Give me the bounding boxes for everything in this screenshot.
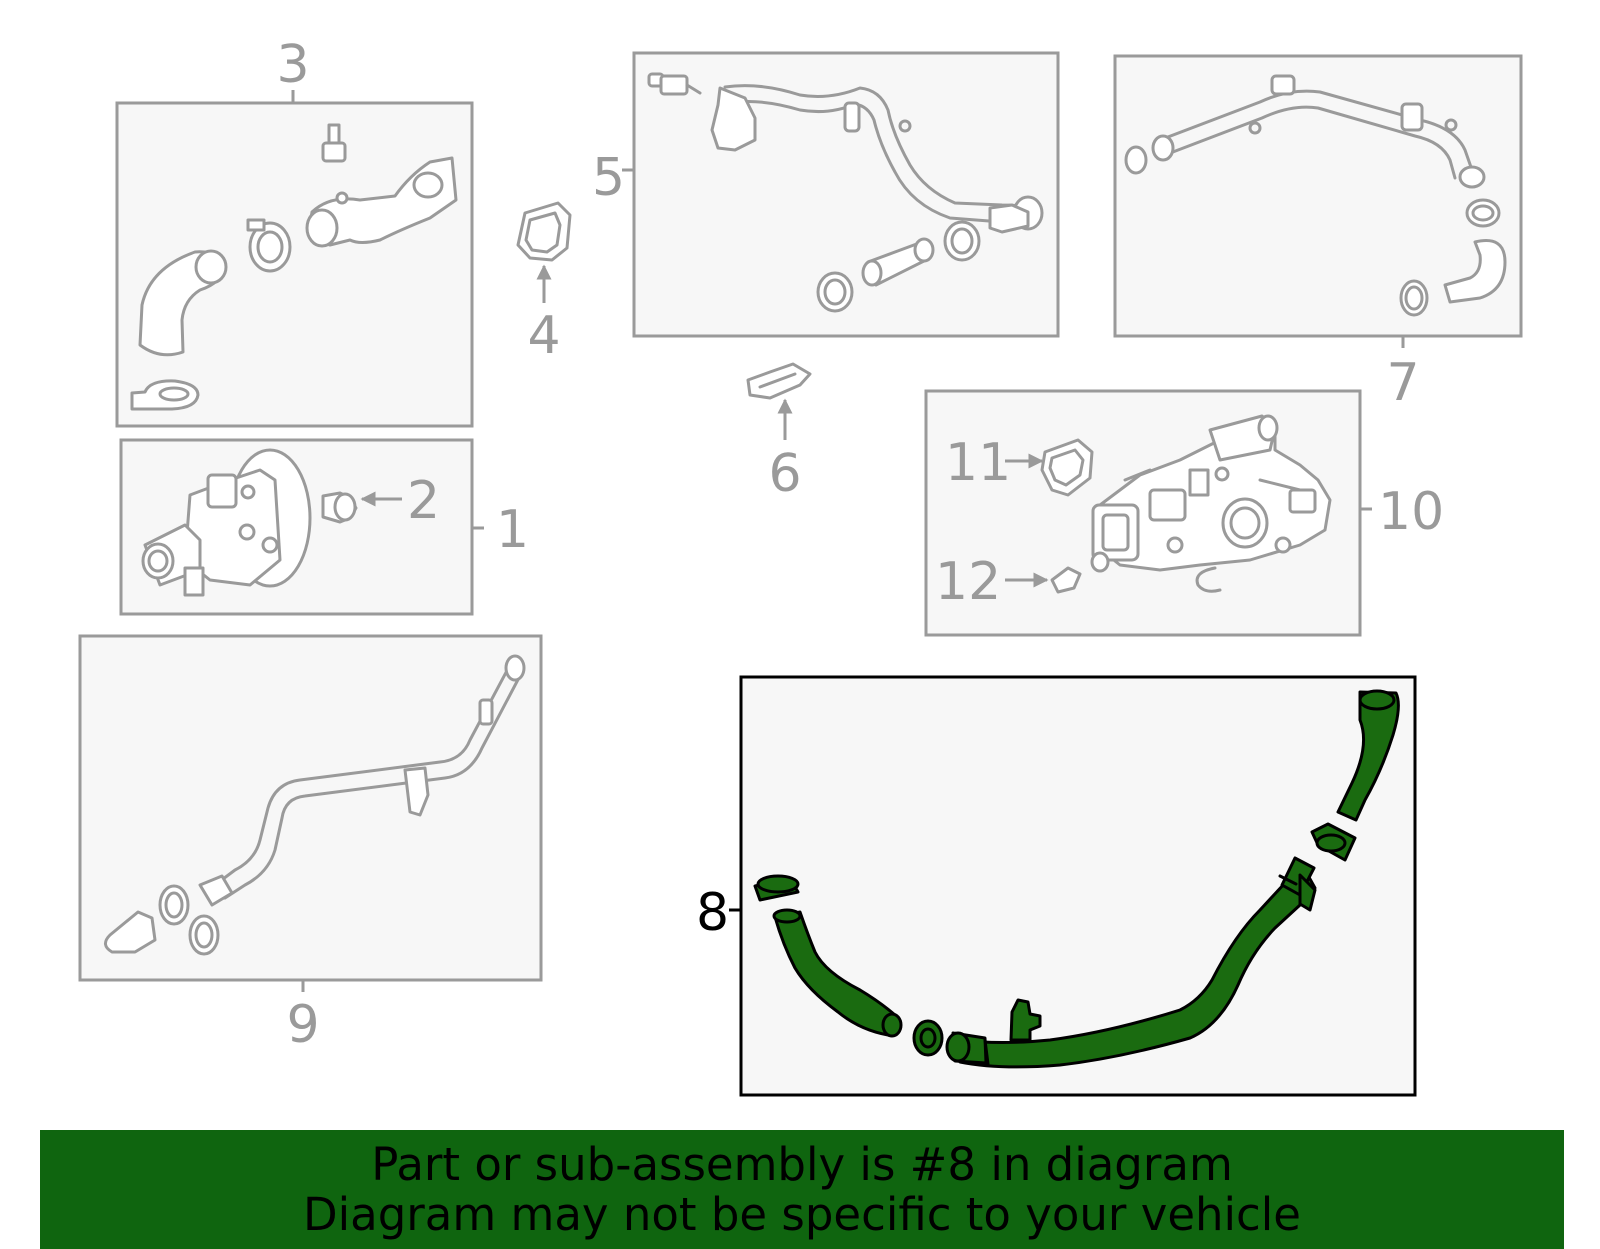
seal-part bbox=[912, 1019, 944, 1057]
sensor-part bbox=[1050, 551, 1110, 594]
water-pump-part bbox=[141, 448, 312, 597]
pipe-part bbox=[1124, 74, 1486, 189]
pipe-part bbox=[198, 654, 526, 907]
callout-10: 10 bbox=[1378, 482, 1444, 542]
group-10[interactable]: 10 11 bbox=[924, 389, 1444, 637]
callout-12: 12 bbox=[935, 552, 1001, 612]
callout-9: 9 bbox=[286, 995, 319, 1055]
group-1[interactable]: 1 2 bbox=[119, 438, 529, 616]
fitting-part bbox=[104, 884, 220, 956]
lower-hose-part bbox=[772, 908, 903, 1038]
callout-3: 3 bbox=[276, 35, 309, 95]
gasket-part bbox=[1040, 438, 1094, 497]
group-3[interactable]: 3 bbox=[115, 35, 474, 428]
thermostat-housing-part bbox=[1091, 414, 1332, 593]
info-banner: Part or sub-assembly is #8 in diagram Di… bbox=[40, 1130, 1564, 1249]
group-7[interactable]: 7 bbox=[1113, 54, 1523, 413]
plug-part bbox=[321, 491, 358, 524]
hose-part bbox=[816, 220, 981, 313]
group-5[interactable]: 5 bbox=[592, 51, 1060, 338]
group-8[interactable]: 8 bbox=[696, 675, 1417, 1097]
sensor-part bbox=[321, 123, 347, 163]
group-6[interactable]: 6 bbox=[746, 362, 812, 504]
hose-part bbox=[1399, 198, 1507, 317]
pipe-part bbox=[710, 84, 1044, 234]
callout-6: 6 bbox=[768, 444, 801, 504]
banner-line-1: Part or sub-assembly is #8 in diagram bbox=[371, 1138, 1233, 1191]
banner-line-2: Diagram may not be specific to your vehi… bbox=[303, 1188, 1301, 1241]
callout-2: 2 bbox=[407, 471, 440, 531]
callout-1: 1 bbox=[496, 500, 529, 560]
callout-7: 7 bbox=[1386, 353, 1419, 413]
callout-5: 5 bbox=[592, 148, 625, 208]
sensor-part bbox=[647, 72, 702, 96]
hose-clamp-part bbox=[753, 874, 800, 902]
upper-hose-part bbox=[1336, 689, 1400, 822]
main-pipe-part bbox=[945, 856, 1317, 1069]
outlet-pipe-part bbox=[305, 156, 458, 248]
callout-8: 8 bbox=[696, 883, 729, 943]
group-9[interactable]: 9 bbox=[78, 634, 543, 1055]
clamp-part bbox=[246, 218, 292, 273]
hose-part bbox=[138, 249, 228, 357]
callout-11: 11 bbox=[945, 433, 1011, 493]
clamp-part bbox=[1310, 822, 1357, 862]
group-4[interactable]: 4 bbox=[516, 201, 572, 366]
seal-part bbox=[130, 379, 200, 411]
callout-4: 4 bbox=[527, 306, 560, 366]
